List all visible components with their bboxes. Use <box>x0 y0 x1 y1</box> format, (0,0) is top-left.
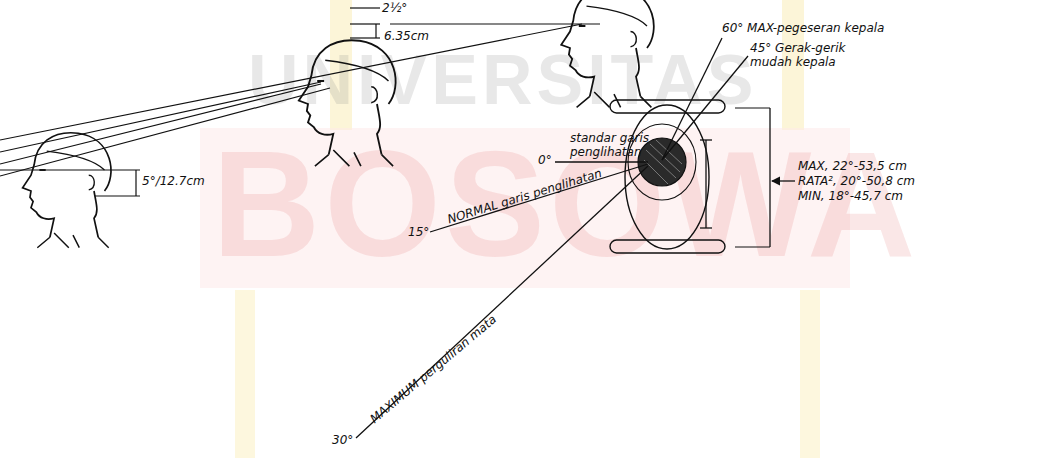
angle-label: 15° <box>408 226 429 240</box>
callout-note: 45° Gerak-gerik mudah kepala <box>750 42 878 70</box>
head-hatch <box>644 140 682 184</box>
bracket <box>705 140 706 228</box>
dimension-label: 6.35cm <box>384 30 429 44</box>
dimension-tick <box>350 7 380 8</box>
dimension-label: MAX, 22°-53,5 cm <box>798 160 907 174</box>
dimension-tick <box>735 247 770 248</box>
pointer-arrow <box>772 180 795 181</box>
callout-note: 60° MAX-pegeseran kepala <box>722 22 884 36</box>
dimension-line <box>375 24 376 38</box>
angle-label: 0° <box>538 154 552 168</box>
dimension-tick <box>735 108 770 109</box>
angle-label: 2½° <box>382 2 407 16</box>
dimension-label: RATA², 20°-50,8 cm <box>798 175 915 189</box>
bracket <box>700 227 712 228</box>
sight-line <box>390 23 600 24</box>
dimension-label: 5°/12.7cm <box>142 175 205 189</box>
dimension-label: MIN, 18°-45,7 cm <box>798 190 903 204</box>
watermark: BOSOWA <box>212 118 919 291</box>
watermark-band <box>235 290 255 458</box>
dimension-line <box>135 170 136 196</box>
angle-ray <box>555 161 648 162</box>
sight-line-label: standar garis penglihatan <box>570 132 654 160</box>
sight-line-label: MAXIMUM perguliran mata <box>368 313 500 427</box>
watermark-band <box>800 290 820 458</box>
bracket <box>700 139 712 140</box>
angle-label: 30° <box>332 434 353 448</box>
dimension-tick <box>0 169 140 170</box>
dimension-tick <box>95 195 140 196</box>
dimension-line <box>769 108 770 247</box>
